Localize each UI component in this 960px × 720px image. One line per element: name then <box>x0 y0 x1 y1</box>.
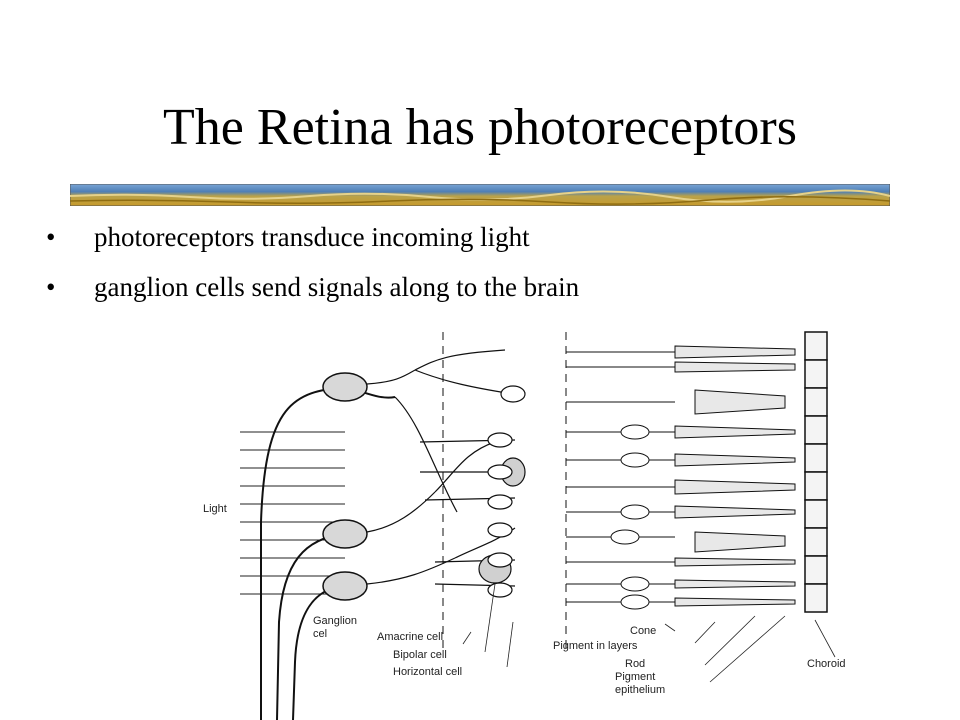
decorative-title-band <box>70 184 890 206</box>
light-arrows <box>240 431 345 595</box>
label-choroid: Choroid <box>807 658 846 670</box>
label-light: Light <box>203 503 227 515</box>
label-pigment: Pigment <box>615 671 655 683</box>
leader-lines <box>462 583 836 683</box>
retina-diagram: Light Ganglion cel Amacrine cell Bipolar… <box>203 331 846 720</box>
label-amacrine: Amacrine cell <box>377 631 443 643</box>
label-pigment-layers: Pigment in layers <box>553 640 638 652</box>
ganglion-cells <box>322 372 368 601</box>
bipolar-cells <box>487 385 526 598</box>
list-item: • ganglion cells send signals along to t… <box>46 272 580 302</box>
ganglion-axons <box>260 386 396 720</box>
pigment-epithelium <box>804 331 828 613</box>
layer-dividers <box>442 332 567 652</box>
photoreceptor-nuclei <box>610 424 650 610</box>
label-ganglion: Ganglion <box>313 615 357 627</box>
bullet-list: • photoreceptors transduce incoming ligh… <box>40 220 920 320</box>
label-ganglion-cell: cel <box>313 628 327 640</box>
label-rod: Rod <box>625 658 645 670</box>
label-bipolar: Bipolar cell <box>393 649 447 661</box>
bullet-icon: • <box>46 272 56 302</box>
label-cone: Cone <box>630 625 656 637</box>
outer-segments <box>674 345 796 607</box>
label-epithelium: epithelium <box>615 684 665 696</box>
slide-title: The Retina has photoreceptors <box>163 99 797 156</box>
bullet-icon: • <box>46 222 56 252</box>
label-horizontal: Horizontal cell <box>393 666 462 678</box>
list-item: • photoreceptors transduce incoming ligh… <box>46 222 530 252</box>
diagram-labels: Light Ganglion cel Amacrine cell Bipolar… <box>203 503 846 696</box>
photoreceptor-axons <box>566 351 675 603</box>
